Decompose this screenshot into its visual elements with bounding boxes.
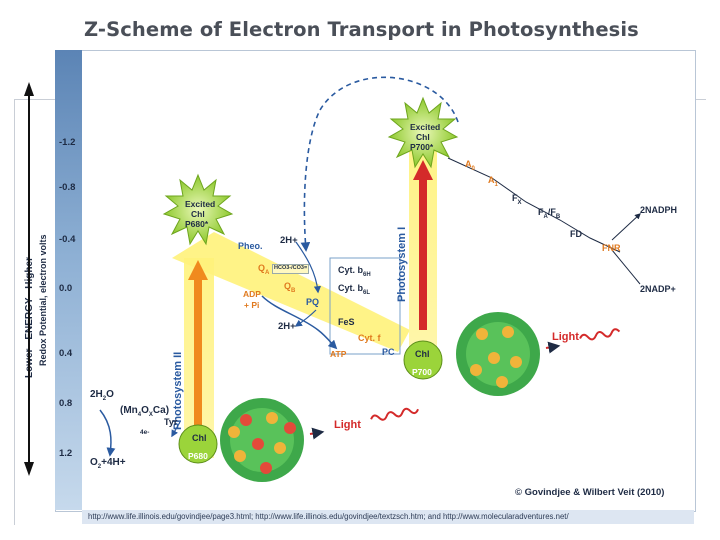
pc-label: PC [382,347,395,357]
chl-p700-circle [403,340,443,380]
frame-line-top [14,99,56,100]
tyr-label: Tyr [164,417,178,427]
cyt-b6h-label: Cyt. b6H [338,265,371,278]
tick-label: -0.4 [59,234,76,245]
light-wave-ps2 [370,407,419,421]
tick-label: 0.0 [59,283,73,294]
light-label-ps2: Light [334,419,361,431]
mn-cluster-label: (Mn4OXCa) [120,405,170,419]
bicarbonate-label: HCO3-/CO3= [272,264,310,274]
qa-label: QA [258,263,270,276]
chl-p680-label1: Chl [192,433,207,443]
excited-p680-line3: P680* [185,219,209,229]
pheo-label: Pheo. [238,241,263,251]
a1-label: A1 [488,175,498,188]
qb-label: QB [284,281,296,294]
light-label-ps1: Light [552,331,579,343]
excited-p680-line1: Excited [185,199,216,209]
photosystem-i-label: Photosystem I [396,226,408,302]
diagram-panel [55,50,696,512]
tick-label: 0.4 [59,348,73,359]
excited-p700-line1: Excited [410,122,441,132]
fnr-label: FNR [602,243,621,253]
excited-p700-star [387,96,459,169]
tick-label: 1.2 [59,448,73,459]
source-urls: http://www.life.illinois.edu/govindjee/p… [82,510,694,524]
tick-label: -1.2 [59,137,76,148]
adp-label: ADP [243,289,261,299]
proton-bottom-label: 2H+ [278,321,296,332]
fx-label: FX [512,193,522,206]
light-wave-ps1 [579,328,621,341]
antenna-cluster-ps2 [220,398,304,482]
excited-p700-line2: Chl [416,132,430,142]
credit-text: © Govindjee & Wilbert Veit (2010) [515,487,665,498]
nadph-label: 2NADPH [640,205,678,215]
proton-top-label: 2H+ [280,235,298,246]
pq-label: PQ [306,297,320,307]
nadp-label: 2NADP+ [640,284,676,294]
cyt-b6f-box [329,257,401,355]
ps1-acceptor-chain [447,157,621,253]
fafb-label: FA/FB [538,207,561,220]
four-electrons-label: 4e- [140,429,150,436]
frame-line-right [694,99,706,100]
water-label: 2H2O [90,389,114,403]
chl-p680-circle [178,424,218,464]
tick-label: 0.8 [59,398,73,409]
oxygen-label: O2+4H+ [90,457,126,471]
excited-p680-star [162,173,234,246]
electron-path-band [172,232,410,352]
a0-label: A0 [465,159,475,172]
frame-line-left [14,99,15,525]
fes-label: FeS [338,317,355,327]
chl-p700-label1: Chl [415,349,430,359]
tick-label: -0.8 [59,182,76,193]
chl-p700-label2: P700 [412,367,432,377]
excited-p680-line2: Chl [191,209,205,219]
fd-label: FD [570,229,582,239]
redox-axis-bar [55,50,82,510]
antenna-cluster-ps1 [456,312,540,396]
cyt-f-label: Cyt. f [358,333,381,343]
pi-label: + Pi [244,300,260,310]
cyclic-electron-arc [300,76,459,252]
chl-p680-label2: P680 [188,451,208,461]
diagram-title: Z-Scheme of Electron Transport in Photos… [84,18,639,41]
cyt-b6l-label: Cyt. b6L [338,283,371,296]
atp-label: ATP [330,349,347,359]
excited-p700-line3: P700* [410,142,434,152]
